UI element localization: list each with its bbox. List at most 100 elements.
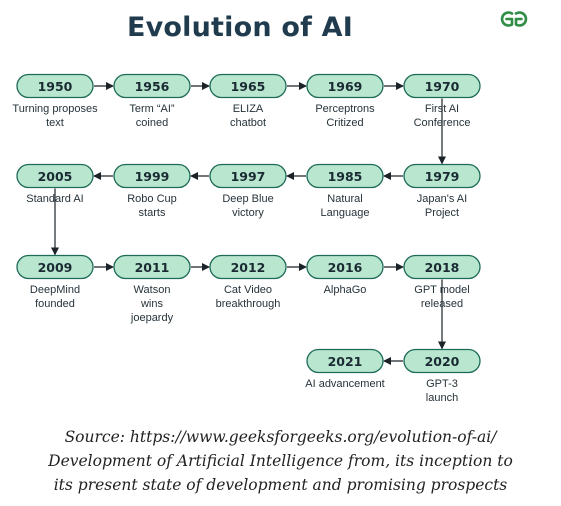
year-label: 2005 [38, 169, 73, 184]
event-description-line: GPT model [414, 283, 470, 296]
event-description-line: Cat Video [223, 283, 273, 296]
event-description: Term “AI”coined [104, 102, 200, 130]
event-description-line: First AI [424, 102, 460, 115]
event-description-line: Standard AI [26, 192, 84, 205]
year-label: 2009 [38, 260, 73, 275]
timeline-node-2009: 2009 [16, 254, 94, 280]
timeline-node-1999: 1999 [113, 163, 191, 189]
year-pill [306, 73, 384, 99]
event-description-line: GPT-3 [426, 377, 458, 390]
event-description-line: Term “AI” [129, 102, 175, 115]
year-label: 1950 [38, 79, 73, 94]
timeline-node-1997: 1997 [209, 163, 287, 189]
year-label: 2018 [425, 260, 460, 275]
year-label: 1997 [231, 169, 266, 184]
event-description-line: wins [140, 297, 163, 310]
year-pill [403, 348, 481, 374]
timeline-node-2018: 2018 [403, 254, 481, 280]
event-description-line: chatbot [229, 116, 267, 129]
year-label: 1979 [425, 169, 460, 184]
timeline-node-2020: 2020 [403, 348, 481, 374]
year-pill [209, 163, 287, 189]
event-description-line: Watson [133, 283, 171, 296]
timeline-node-1956: 1956 [113, 73, 191, 99]
year-pill [113, 73, 191, 99]
year-label: 1970 [425, 79, 460, 94]
event-description-line: Turning proposes [12, 102, 98, 115]
event-description-line: text [46, 116, 64, 129]
year-label: 2016 [328, 260, 363, 275]
timeline-node-1950: 1950 [16, 73, 94, 99]
event-description-line: Natural [327, 192, 363, 205]
year-label: 2011 [135, 260, 170, 275]
timeline-node-1970: 1970 [403, 73, 481, 99]
year-pill [113, 254, 191, 280]
event-description-line: released [420, 297, 464, 310]
timeline-node-1969: 1969 [306, 73, 384, 99]
timeline-diagram: 1950 1956 1965 1969 1970 1979 1985 1997 1999 2005… [16, 73, 481, 374]
timeline-node-2016: 2016 [306, 254, 384, 280]
year-pill [306, 163, 384, 189]
caption-line-3: its present state of development and pro… [53, 476, 508, 494]
caption-source: Source: https://www.geeksforgeeks.org/ev… [64, 428, 497, 446]
event-description: Standard AI [7, 192, 103, 206]
year-pill [16, 254, 94, 280]
event-description: AI advancement [297, 377, 393, 391]
event-description: AlphaGo [297, 283, 393, 297]
year-pill [403, 73, 481, 99]
timeline-node-2011: 2011 [113, 254, 191, 280]
year-pill [113, 163, 191, 189]
event-description-line: Critized [326, 116, 364, 129]
year-pill [306, 254, 384, 280]
year-pill [403, 163, 481, 189]
event-description-line: Conference [413, 116, 471, 129]
year-label: 1999 [135, 169, 170, 184]
event-description-line: joepardy [130, 311, 174, 324]
timeline-node-2005: 2005 [16, 163, 94, 189]
event-description-line: starts [138, 206, 166, 219]
year-pill [16, 73, 94, 99]
timeline-node-2012: 2012 [209, 254, 287, 280]
event-description-line: Language [320, 206, 370, 219]
geeksforgeeks-logo-icon [500, 11, 528, 27]
year-pill [306, 348, 384, 374]
year-label: 1985 [328, 169, 363, 184]
caption-line-2: Development of Artificial Intelligence f… [48, 452, 513, 470]
year-pill [209, 254, 287, 280]
event-description-line: coined [135, 116, 169, 129]
year-label: 1956 [135, 79, 170, 94]
event-description-line: breakthrough [215, 297, 281, 310]
event-description-line: AlphaGo [323, 283, 367, 296]
timeline-node-1979: 1979 [403, 163, 481, 189]
timeline-node-1985: 1985 [306, 163, 384, 189]
year-label: 1969 [328, 79, 363, 94]
timeline-nodes: 1950 1956 1965 1969 1970 1979 1985 1997 1999 2005… [16, 73, 481, 374]
year-label: 2021 [328, 354, 363, 369]
diagram-title: Evolution of AI [126, 12, 354, 43]
timeline-node-2021: 2021 [306, 348, 384, 374]
event-description-line: Deep Blue [222, 192, 274, 205]
year-label: 1965 [231, 79, 266, 94]
event-description-line: Project [424, 206, 460, 219]
event-description-line: ELIZA [232, 102, 264, 115]
event-description-line: Robo Cup [127, 192, 177, 205]
year-label: 2012 [231, 260, 266, 275]
event-description-line: DeepMind [29, 283, 81, 296]
event-description-line: Japan's AI [416, 192, 468, 205]
event-description-line: Perceptrons [315, 102, 375, 115]
year-pill [403, 254, 481, 280]
timeline-node-1965: 1965 [209, 73, 287, 99]
